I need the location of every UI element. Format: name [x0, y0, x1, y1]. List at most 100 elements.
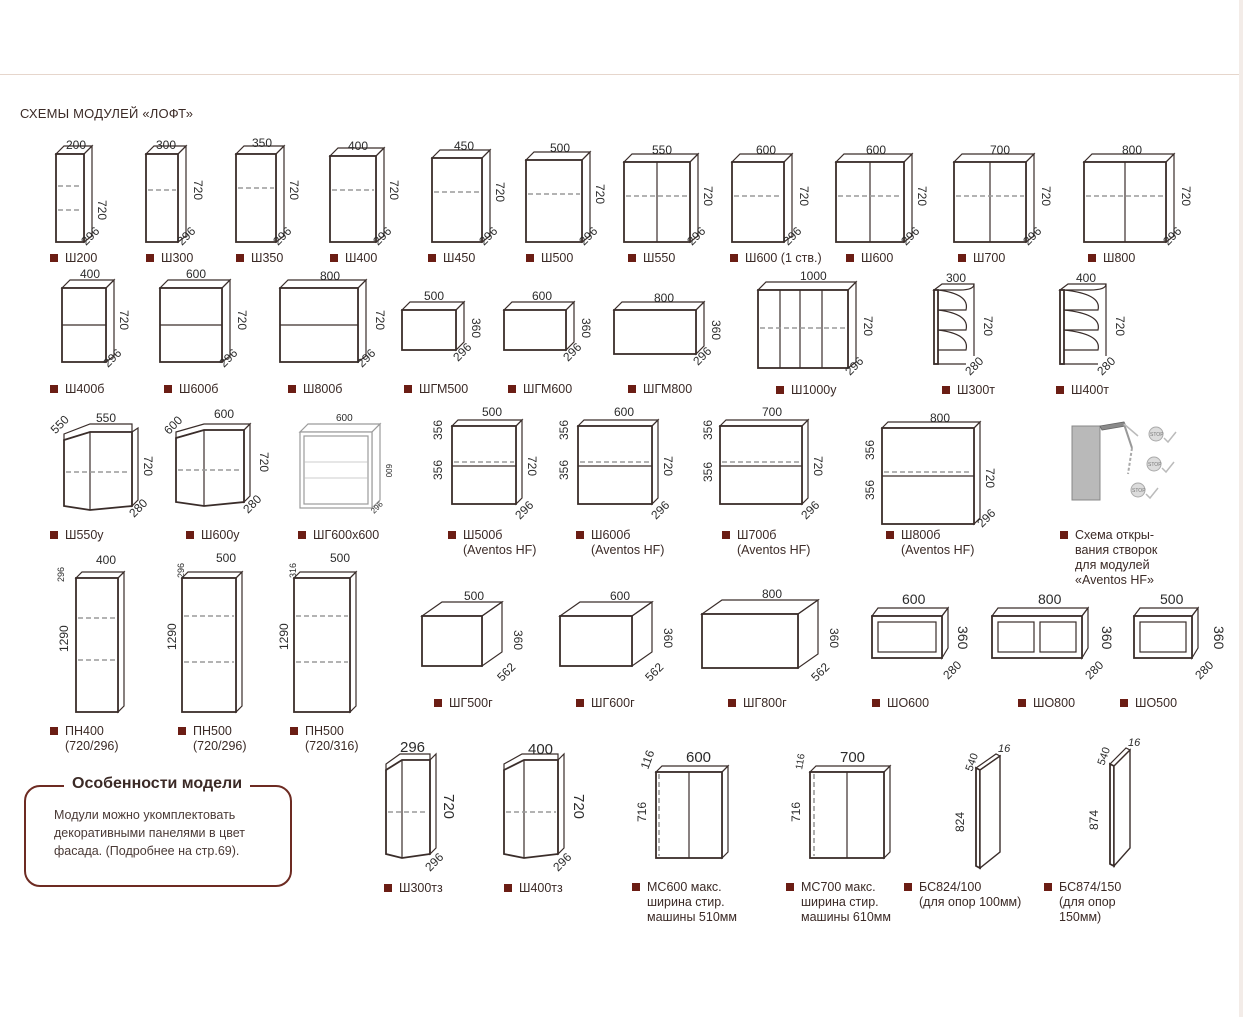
svg-text:800: 800 — [762, 587, 782, 601]
svg-text:600: 600 — [384, 464, 393, 478]
svg-text:600: 600 — [902, 591, 926, 607]
svg-text:800: 800 — [320, 269, 340, 283]
module-sh500: 500 720 296 — [522, 138, 617, 248]
svg-text:1290: 1290 — [165, 623, 179, 650]
svg-text:360: 360 — [955, 626, 971, 650]
module-label: Ш600 (1 ств.) — [730, 251, 822, 266]
svg-text:360: 360 — [511, 630, 525, 650]
svg-text:296: 296 — [56, 567, 66, 582]
module-label: ШГ500г — [434, 696, 493, 711]
module-label: Ш400б — [50, 382, 104, 397]
module-pn400-296: 400 296 1290 — [56, 552, 138, 717]
module-label: БС824/100(для опор 100мм) — [904, 880, 1021, 910]
svg-text:400: 400 — [528, 741, 553, 758]
module-label: Ш1000у — [776, 383, 837, 398]
module-sho600: 600 360 280 — [868, 590, 978, 690]
svg-text:360: 360 — [579, 318, 593, 338]
module-bs874: 540 16 874 — [1084, 734, 1164, 869]
module-sh600: 600 720 296 — [832, 138, 942, 248]
svg-text:356: 356 — [431, 420, 445, 440]
svg-text:500: 500 — [216, 551, 236, 565]
svg-text:360: 360 — [469, 318, 483, 338]
svg-text:356: 356 — [557, 420, 571, 440]
svg-text:360: 360 — [1099, 626, 1115, 650]
svg-text:400: 400 — [348, 139, 368, 153]
svg-text:360: 360 — [709, 320, 723, 340]
svg-text:280: 280 — [962, 354, 986, 378]
top-divider — [0, 74, 1243, 75]
svg-text:296: 296 — [400, 739, 425, 756]
svg-text:350: 350 — [252, 136, 272, 150]
module-sh400tz: 400 720 296 — [496, 740, 596, 880]
module-label: Ш300т — [942, 383, 995, 398]
svg-text:500: 500 — [1160, 591, 1184, 607]
module-sh1000u: 1000 720 296 — [754, 268, 884, 380]
module-label: Ш400т — [1056, 383, 1109, 398]
svg-text:720: 720 — [1113, 316, 1127, 336]
svg-text:280: 280 — [1082, 658, 1106, 682]
module-pn500-296: 500 296 1290 — [165, 550, 260, 715]
module-sh700: 700 720 296 — [950, 138, 1065, 248]
module-sh600u: 600 600 720 280 — [161, 406, 274, 516]
svg-text:356: 356 — [431, 460, 445, 480]
page-title: СХЕМЫ МОДУЛЕЙ «ЛОФТ» — [20, 106, 194, 121]
module-label: ШО600 — [872, 696, 929, 711]
svg-text:720: 720 — [593, 184, 607, 204]
svg-text:356: 356 — [557, 460, 571, 480]
svg-text:720: 720 — [915, 186, 929, 206]
svg-text:600: 600 — [161, 413, 185, 437]
module-ms700: 700 116 716 — [786, 748, 906, 868]
module-label: Ш700 — [958, 251, 1005, 266]
svg-text:600: 600 — [214, 407, 234, 421]
svg-text:562: 562 — [808, 660, 832, 684]
module-label: Ш600у — [186, 528, 240, 543]
module-label: МС600 макс.ширина стир.машины 510мм — [632, 880, 737, 925]
svg-text:540: 540 — [1096, 746, 1114, 767]
module-sh550u: 550 550 720 280 — [48, 410, 162, 520]
module-label: Ш700б(Aventos HF) — [722, 528, 810, 558]
module-pn500-316: 500 316 1290 — [277, 550, 372, 715]
svg-text:360: 360 — [827, 628, 841, 648]
module-label: ШО500 — [1120, 696, 1177, 711]
svg-text:874: 874 — [1087, 810, 1101, 830]
svg-text:280: 280 — [940, 658, 964, 682]
module-sh400b: 400 720 296 — [58, 266, 138, 376]
module-label: Ш300 — [146, 251, 193, 266]
module-sh300tz: 296 720 296 — [378, 739, 468, 880]
module-label: Ш400 — [330, 251, 377, 266]
svg-text:716: 716 — [635, 802, 649, 822]
svg-text:600: 600 — [336, 413, 353, 424]
module-bs824: 540 16 824 — [950, 742, 1030, 872]
module-label: ШО800 — [1018, 696, 1075, 711]
svg-text:720: 720 — [257, 452, 271, 472]
module-label: ШГМ600 — [508, 382, 572, 397]
svg-text:700: 700 — [840, 749, 865, 766]
svg-text:116: 116 — [794, 752, 808, 770]
module-label: Ш600б(Aventos HF) — [576, 528, 664, 558]
module-label: ШГ600х600 — [298, 528, 379, 543]
features-text: Модули можно укомплектовать декоративным… — [54, 808, 246, 858]
svg-text:356: 356 — [701, 420, 715, 440]
svg-text:720: 720 — [861, 316, 875, 336]
svg-text:720: 720 — [287, 180, 301, 200]
module-sh350: 350 720 296 — [232, 136, 307, 248]
module-shgm800: 800 360 296 — [610, 288, 730, 368]
svg-text:STOP: STOP — [1150, 432, 1164, 438]
svg-text:500: 500 — [482, 405, 502, 419]
module-label: ШГМ500 — [404, 382, 468, 397]
svg-text:500: 500 — [424, 289, 444, 303]
svg-text:720: 720 — [117, 310, 131, 330]
svg-text:200: 200 — [66, 138, 86, 152]
svg-text:800: 800 — [930, 411, 950, 425]
svg-text:720: 720 — [1039, 186, 1053, 206]
svg-text:116: 116 — [638, 748, 658, 771]
svg-text:720: 720 — [661, 456, 675, 476]
module-label: Ш300тз — [384, 881, 443, 896]
svg-text:720: 720 — [570, 794, 587, 819]
svg-text:720: 720 — [387, 180, 401, 200]
svg-text:800: 800 — [1122, 143, 1142, 157]
svg-text:16: 16 — [1128, 737, 1141, 749]
module-label: Ш200 — [50, 251, 97, 266]
svg-text:16: 16 — [998, 743, 1011, 755]
